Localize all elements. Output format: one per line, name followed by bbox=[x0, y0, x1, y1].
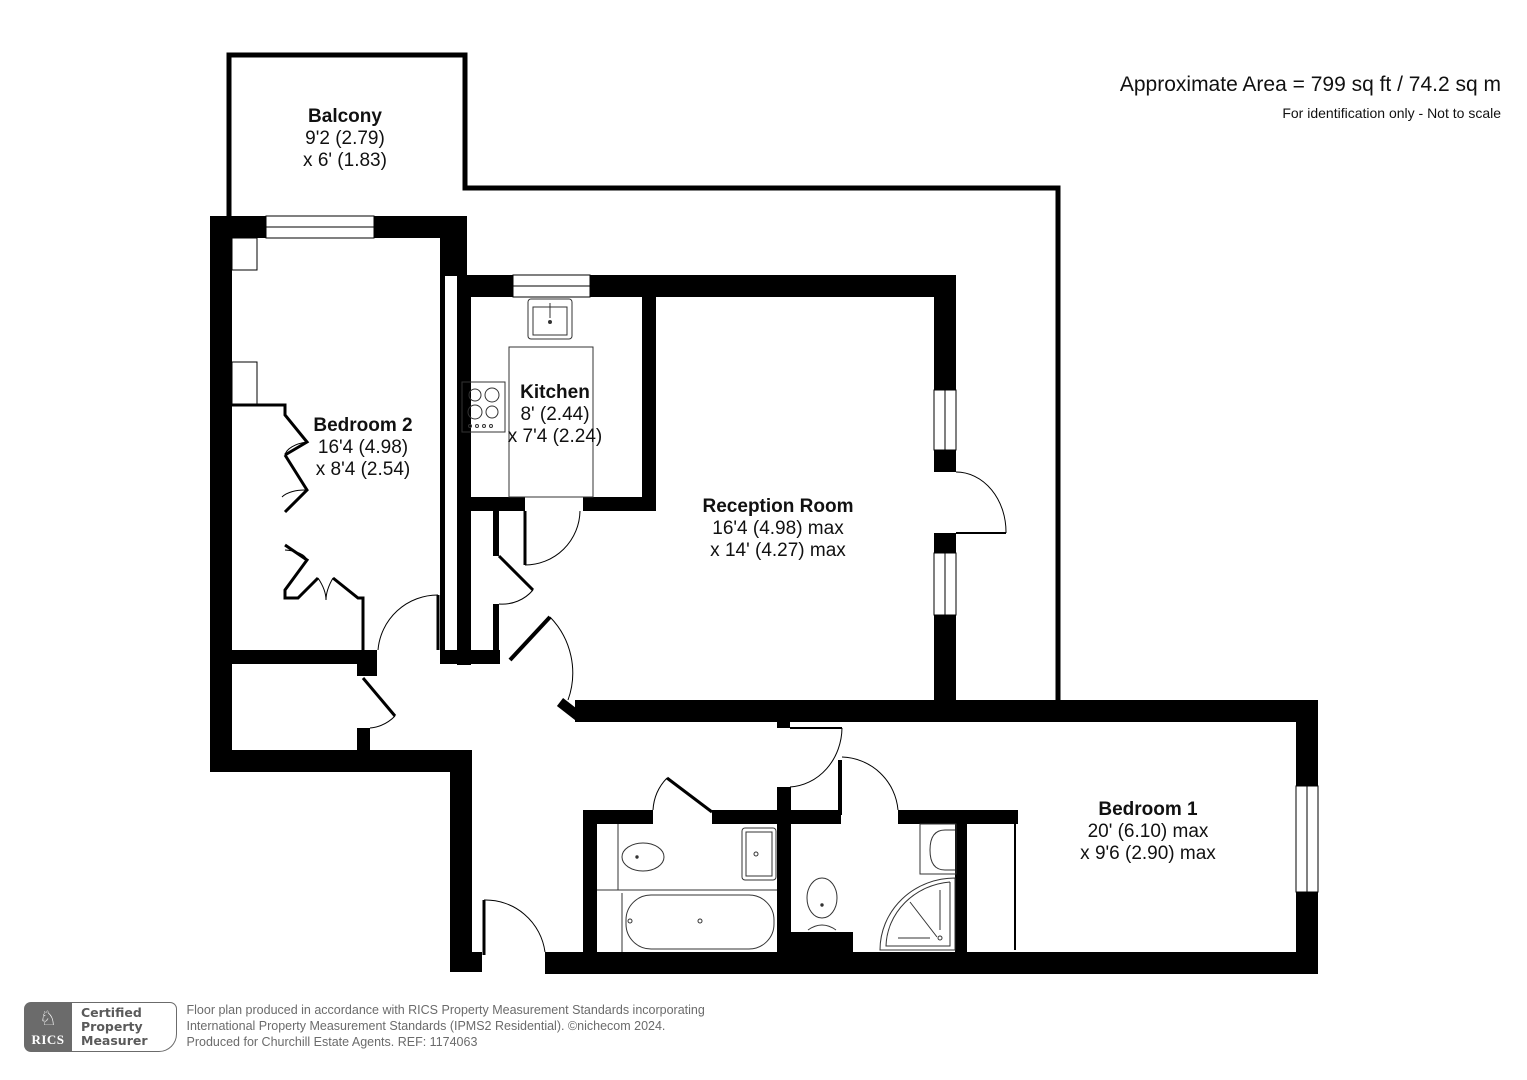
walls bbox=[210, 216, 1318, 974]
room-name: Bedroom 2 bbox=[313, 415, 413, 436]
certified-measurer-badge: Certified Property Measurer bbox=[72, 1002, 177, 1052]
room-dimension: 9'2 (2.79) bbox=[305, 128, 385, 149]
footer-line: International Property Measurement Stand… bbox=[186, 1019, 666, 1033]
kitchen-fixtures bbox=[461, 298, 594, 498]
room-label-kitchen: Kitchen 8' (2.44) x 7'4 (2.24) bbox=[475, 382, 635, 448]
room-dimension: x 9'6 (2.90) max bbox=[1080, 843, 1216, 864]
bathroom-fixtures bbox=[597, 824, 777, 952]
wardrobe-bifold-doors bbox=[231, 237, 365, 650]
lion-crest-icon: ♘ bbox=[39, 1008, 57, 1030]
room-dimension: 20' (6.10) max bbox=[1087, 821, 1209, 842]
room-dimension: x 7'4 (2.24) bbox=[507, 426, 603, 447]
room-name: Kitchen bbox=[520, 382, 590, 403]
rics-logo: ♘ RICS bbox=[24, 1002, 72, 1052]
room-name: Balcony bbox=[308, 106, 382, 127]
balcony-outline bbox=[226, 52, 1061, 700]
room-label-bedroom-1: Bedroom 1 20' (6.10) max x 9'6 (2.90) ma… bbox=[1048, 799, 1248, 865]
room-name: Bedroom 1 bbox=[1098, 799, 1198, 820]
scale-disclaimer: For identification only - Not to scale bbox=[1282, 105, 1501, 121]
room-label-balcony: Balcony 9'2 (2.79) x 6' (1.83) bbox=[265, 106, 425, 172]
room-dimension: 16'4 (4.98) bbox=[317, 437, 409, 458]
footer-notes: Floor plan produced in accordance with R… bbox=[187, 1002, 705, 1050]
room-dimension: x 14' (4.27) max bbox=[710, 540, 846, 561]
room-dimension: x 6' (1.83) bbox=[303, 150, 387, 171]
room-name: Reception Room bbox=[702, 496, 854, 517]
room-dimension: x 8'4 (2.54) bbox=[315, 459, 411, 480]
footer-line: Produced for Churchill Estate Agents. RE… bbox=[186, 1035, 478, 1049]
badge-line: Property bbox=[81, 1019, 143, 1034]
room-label-bedroom-2: Bedroom 2 16'4 (4.98) x 8'4 (2.54) bbox=[283, 415, 443, 481]
badge-line: Measurer bbox=[81, 1033, 148, 1048]
windows bbox=[265, 215, 1319, 893]
rics-logo-text: RICS bbox=[31, 1032, 65, 1047]
badge-line: Certified bbox=[81, 1005, 142, 1020]
approximate-area: Approximate Area = 799 sq ft / 74.2 sq m bbox=[1119, 73, 1501, 96]
doors bbox=[361, 471, 1016, 955]
room-dimension: 8' (2.44) bbox=[520, 404, 590, 425]
ensuite-fixtures bbox=[806, 823, 957, 951]
room-dimension: 16'4 (4.98) max bbox=[712, 518, 844, 539]
footer-line: Floor plan produced in accordance with R… bbox=[186, 1003, 705, 1017]
footer: ♘ RICS Certified Property Measurer Floor… bbox=[24, 1002, 705, 1052]
room-label-reception-room: Reception Room 16'4 (4.98) max x 14' (4.… bbox=[668, 496, 888, 562]
